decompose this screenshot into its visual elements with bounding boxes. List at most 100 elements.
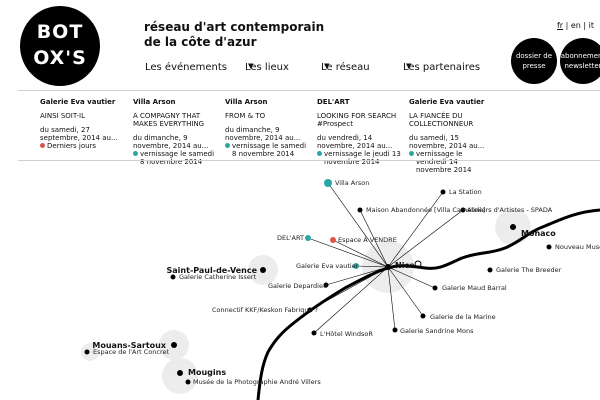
venue-map[interactable]: Nice Monaco Saint-Paul-de-Vence Mouans-S… xyxy=(0,160,600,400)
event-date: du vendredi, 14 novembre, 2014 au... xyxy=(317,134,393,150)
press-label-2: presse xyxy=(522,62,546,70)
city-marker[interactable] xyxy=(385,264,391,270)
event-date: du dimanche, 9 novembre, 2014 au... xyxy=(225,126,301,142)
venue-label: Espace À VENDRE xyxy=(338,235,397,244)
event-card[interactable]: Villa Arson FROM & TO du dimanche, 9 nov… xyxy=(225,98,311,158)
venue-label: Galerie de la Marine xyxy=(430,313,496,321)
lang-separator: | xyxy=(580,21,589,30)
event-venue: Galerie Eva vautier xyxy=(40,98,116,106)
lang-en[interactable]: en xyxy=(570,21,581,30)
newsletter-button[interactable]: abonnementnewsletter xyxy=(560,38,600,84)
venue-label: L'Hôtel WindsoR xyxy=(320,330,373,338)
venue-label: Musée de la Photographie André Villers xyxy=(193,378,321,386)
event-title: LOOKING FOR SEARCH #Prospect xyxy=(317,112,397,128)
event-card[interactable]: Villa Arson A COMPAGNY THAT MAKES EVERYT… xyxy=(133,98,219,166)
venue-marker[interactable] xyxy=(357,207,363,213)
site-logo[interactable]: BOT OX'S xyxy=(20,6,100,86)
venue-label: Galerie Catherine Issert xyxy=(179,273,257,281)
event-card[interactable]: DEL'ART LOOKING FOR SEARCH #Prospect du … xyxy=(317,98,403,166)
status-dot xyxy=(40,143,45,148)
city-marker[interactable] xyxy=(510,224,516,230)
city-marker[interactable] xyxy=(414,260,422,268)
event-date: du samedi, 15 novembre, 2014 au... xyxy=(409,134,485,150)
event-status: vernissage le vendredi 14 novembre 2014 xyxy=(416,150,472,174)
nav-label: Les partenaires xyxy=(403,62,481,73)
city-label: Monaco xyxy=(521,229,556,238)
venue-marker[interactable] xyxy=(185,379,191,385)
venue-marker[interactable] xyxy=(323,282,329,288)
status-dot xyxy=(409,151,414,156)
newsletter-label-1: abonnement xyxy=(560,52,600,60)
venue-marker[interactable] xyxy=(307,307,313,313)
venue-marker[interactable] xyxy=(420,313,426,319)
event-venue: DEL'ART xyxy=(317,98,350,106)
venue-label: Connectif KKF/Keskon Fabrique ? xyxy=(212,306,318,314)
venue-marker[interactable] xyxy=(460,207,466,213)
venue-marker[interactable] xyxy=(324,179,332,187)
lang-fr[interactable]: fr xyxy=(556,21,564,30)
event-title: A COMPAGNY THAT MAKES EVERYTHING xyxy=(133,112,205,128)
venue-marker[interactable] xyxy=(546,244,552,250)
venue-marker[interactable] xyxy=(392,327,398,333)
status-dot xyxy=(317,151,322,156)
chevron-down-icon: ▼ xyxy=(248,62,254,70)
venue-markers[interactable] xyxy=(84,179,552,385)
status-dot xyxy=(133,151,138,156)
venue-label: Villa Arson xyxy=(335,179,369,187)
venue-label: Ateliers d'Artistes - SPADA xyxy=(467,206,553,214)
venue-marker[interactable] xyxy=(84,349,90,355)
city-label: Mouans-Sartoux xyxy=(92,341,166,350)
venue-marker[interactable] xyxy=(311,330,317,336)
event-venue: Villa Arson xyxy=(225,98,268,106)
status-dot xyxy=(225,143,230,148)
venue-label: DEL'ART xyxy=(277,234,304,242)
venue-label: Galerie Maud Barral xyxy=(442,284,507,292)
venue-label: La Station xyxy=(449,188,482,196)
venue-marker[interactable] xyxy=(432,285,438,291)
venue-marker[interactable] xyxy=(353,263,359,269)
press-kit-button[interactable]: dossier de presse xyxy=(511,38,557,84)
network-links xyxy=(307,182,464,334)
city-label: Mougins xyxy=(188,368,226,377)
site-title: réseau d'art contemporain de la côte d'a… xyxy=(144,20,324,50)
site-title-line-2: de la côte d'azur xyxy=(144,35,257,49)
chevron-down-icon: ▼ xyxy=(406,62,412,70)
venue-marker[interactable] xyxy=(487,267,493,273)
city-marker[interactable] xyxy=(260,267,266,273)
event-status: vernissage le samedi 8 novembre 2014 xyxy=(232,142,307,158)
logo-line-1: BOT xyxy=(36,21,84,43)
city-label: Nice xyxy=(395,261,415,270)
venue-label: Galerie Sandrine Mons xyxy=(400,327,474,335)
nav-label: Les lieux xyxy=(245,62,289,73)
lang-it[interactable]: it xyxy=(588,21,594,30)
event-card[interactable]: Galerie Eva vautier LA FIANCÉE DU COLLEC… xyxy=(409,98,495,174)
event-card[interactable]: Galerie Eva vautier AINSI SOIT-IL du sam… xyxy=(40,98,126,150)
divider xyxy=(18,160,600,161)
venue-label: Maison Abandonnée [Villa Cameline] xyxy=(366,206,485,214)
site-title-line-1: réseau d'art contemporain xyxy=(144,20,325,34)
event-status: vernissage le samedi 8 novembre 2014 xyxy=(140,150,215,166)
venue-marker[interactable] xyxy=(330,237,336,243)
venue-label: Galerie Depardieu xyxy=(268,282,327,290)
venue-marker[interactable] xyxy=(305,235,311,241)
chevron-down-icon: ▼ xyxy=(324,62,330,70)
nav-label: Le réseau xyxy=(321,62,370,73)
venue-marker[interactable] xyxy=(170,274,176,280)
press-label-1: dossier de xyxy=(515,52,553,60)
event-venue: Galerie Eva vautier xyxy=(409,98,485,106)
event-title: AINSI SOIT-IL xyxy=(40,112,85,120)
event-venue: Villa Arson xyxy=(133,98,176,106)
event-status: vernissage le jeudi 13 novembre 2014 xyxy=(324,150,401,166)
venue-marker[interactable] xyxy=(440,189,446,195)
event-title: FROM & TO xyxy=(225,112,266,120)
venue-label: Galerie The Breeder xyxy=(496,266,562,274)
venue-label: Nouveau Musée National de Monaco [NMNM] xyxy=(555,243,600,251)
coastline xyxy=(256,208,600,400)
logo-line-2: OX'S xyxy=(33,47,87,69)
event-date: du dimanche, 9 novembre, 2014 au... xyxy=(133,134,209,150)
event-title: LA FIANCÉE DU COLLECTIONNEUR xyxy=(409,112,474,128)
city-marker[interactable] xyxy=(177,370,183,376)
venue-label: Galerie Eva vautier xyxy=(296,262,359,270)
lang-separator: | xyxy=(563,21,571,30)
city-marker[interactable] xyxy=(171,342,177,348)
